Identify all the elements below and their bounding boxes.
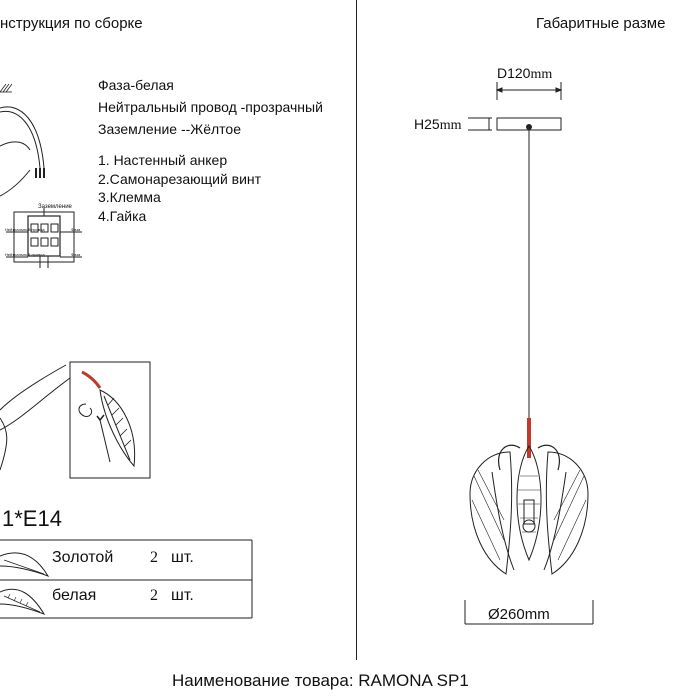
terminal-block-drawing <box>6 208 82 268</box>
shade-dimension-line <box>464 600 594 625</box>
terminal-phase-label-bottom: Фаза <box>71 252 81 257</box>
cable-sleeve <box>527 418 531 458</box>
terminal-neutral-label-bottom: Нейтральный провод <box>5 252 45 257</box>
leaf-row-1-color: Золотой <box>52 549 114 566</box>
terminal-phase-label-top: Фаза <box>71 227 81 232</box>
terminal-neutral-label-top: Нейтральный провод <box>5 227 45 232</box>
wiring-neutral-label: Нейтральный провод -прозрачный <box>98 99 323 115</box>
wiring-phase-label: Фаза-белая <box>98 77 174 93</box>
product-name-prefix: Наименование товара: <box>172 671 354 690</box>
leaf-attachment-drawing <box>0 361 151 479</box>
right-header: Габаритные разме <box>536 15 666 32</box>
left-header: нструкция по сборке <box>0 15 143 32</box>
terminal-ground-label: Заземление <box>38 204 72 210</box>
part-item-4: 4.Гайка <box>98 208 147 224</box>
canopy-diameter-label: D120mm <box>497 66 552 82</box>
canopy-height-value: H25 <box>414 116 440 132</box>
part-item-2: 2.Самонарезающий винт <box>98 171 262 187</box>
part-item-3: 3.Клемма <box>98 189 161 205</box>
page-divider <box>356 0 357 660</box>
leaf-row-1-qty: 2 <box>150 549 158 566</box>
part-item-1: 1. Настенный анкер <box>98 152 228 168</box>
canopy-diameter-value: D120 <box>497 65 531 81</box>
gold-leaf-icon <box>0 552 50 577</box>
wiring-ground-label: Заземление --Жёлтое <box>98 121 241 137</box>
leaf-row-2-qty: 2 <box>150 587 158 604</box>
product-name-line: Наименование товара: RAMONA SP1 <box>172 672 469 689</box>
lamp-shade-drawing <box>469 444 589 575</box>
canopy-height-label: H25mm <box>414 117 461 133</box>
leaf-row-2-unit: шт. <box>171 587 194 604</box>
lamp-spec: 1*E14 <box>2 506 62 531</box>
leaf-table <box>0 539 253 619</box>
canopy-height-unit: mm <box>439 118 462 133</box>
shade-diameter-label: Ø260mm <box>488 606 550 623</box>
leaf-row-2-color: белая <box>52 587 97 604</box>
ceiling-hatch-icon <box>0 83 13 93</box>
wire-bundle-drawing <box>0 106 45 197</box>
leaf-row-1-unit: шт. <box>171 549 194 566</box>
white-leaf-icon <box>0 588 46 615</box>
product-name: RAMONA SP1 <box>358 671 469 690</box>
canopy-drawing <box>468 82 563 131</box>
canopy-diameter-unit: mm <box>530 67 553 82</box>
